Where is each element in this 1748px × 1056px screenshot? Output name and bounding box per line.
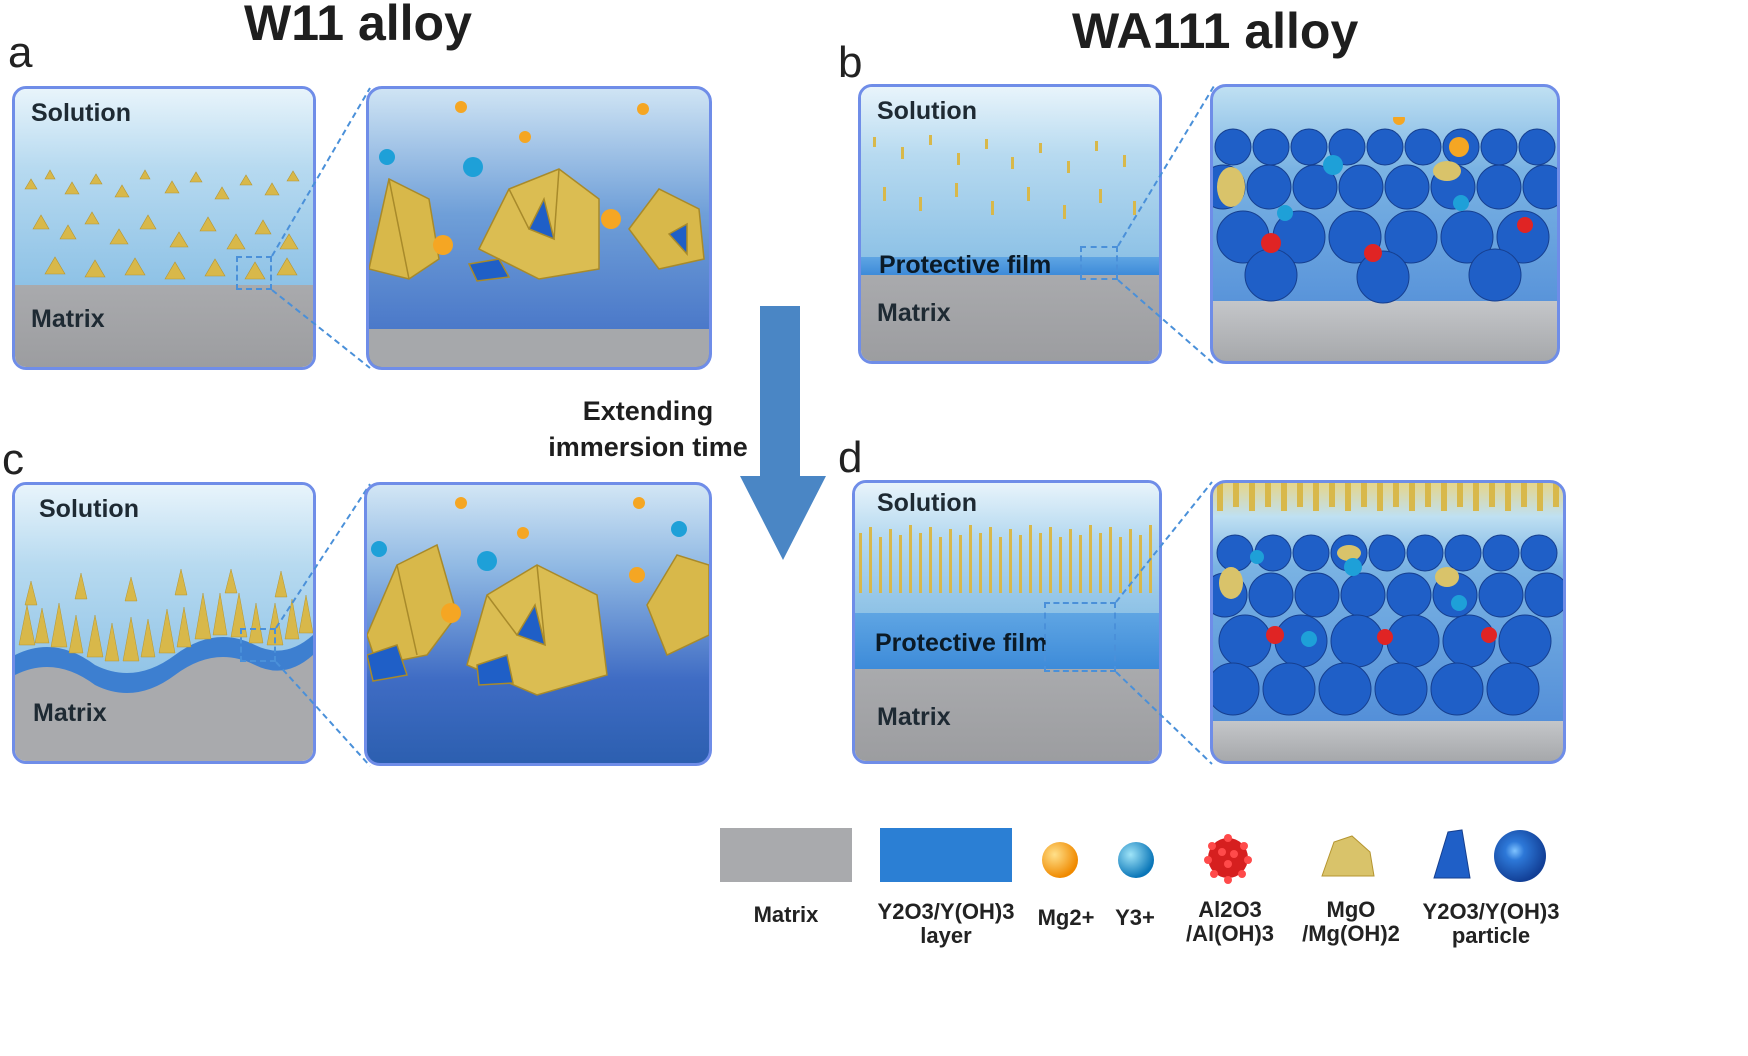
legend-layer-swatch xyxy=(880,828,1012,882)
legend-label-al-line2: /Al(OH)3 xyxy=(1186,921,1274,946)
panel-b-zoom xyxy=(1210,84,1560,364)
legend-label-mg: Mg2+ xyxy=(1037,905,1095,930)
label-solution-a: Solution xyxy=(31,99,131,127)
zoom-lines-b xyxy=(1117,85,1215,365)
title-w11: W11 alloy xyxy=(244,0,472,51)
dense-mgo-layer xyxy=(859,525,1152,593)
zoom-lines-a xyxy=(271,87,371,369)
legend-label-y: Y3+ xyxy=(1115,905,1155,930)
label-matrix-c: Matrix xyxy=(33,699,107,727)
panel-c-zoom xyxy=(364,482,712,766)
mg-ion-icon xyxy=(1042,842,1078,878)
panel-letter-c: c xyxy=(2,435,24,484)
label-protective-film-d: Protective film xyxy=(875,629,1048,657)
label-matrix-d: Matrix xyxy=(877,703,951,731)
sparse-mgo-particles xyxy=(873,135,1136,219)
legend-matrix-swatch xyxy=(720,828,852,882)
legend-label-mgo-line1: MgO xyxy=(1326,897,1376,922)
legend-label-mgo-line2: /Mg(OH)2 xyxy=(1302,921,1400,946)
panel-letter-b: b xyxy=(838,38,863,87)
arrow-text-line2: immersion time xyxy=(548,432,748,462)
arrow-text-line1: Extending xyxy=(582,396,714,426)
label-matrix-a: Matrix xyxy=(31,305,105,333)
zoom-marker-d xyxy=(1044,602,1116,672)
panel-letter-a: a xyxy=(8,28,33,77)
panel-d-zoom xyxy=(1210,480,1566,764)
legend-label-layer-line2: layer xyxy=(920,923,972,948)
panel-c-overview: Solution Matrix xyxy=(12,482,316,764)
zoom-marker-c xyxy=(240,628,276,662)
title-wa111: WA111 alloy xyxy=(1072,3,1359,59)
scattered-mgo-particles xyxy=(24,169,300,280)
dense-corrosion-products xyxy=(15,568,313,695)
legend-label-al-line1: Al2O3 xyxy=(1198,897,1262,922)
zoom-marker-b xyxy=(1080,246,1118,280)
panel-d-overview: Solution Protective film Matrix xyxy=(852,480,1162,764)
legend-label-layer-line1: Y2O3/Y(OH)3 xyxy=(877,899,1015,924)
down-arrow xyxy=(740,306,826,560)
label-solution-d: Solution xyxy=(877,489,977,517)
label-matrix-b: Matrix xyxy=(877,299,951,327)
legend-label-yparticle-line1: Y2O3/Y(OH)3 xyxy=(1422,899,1560,924)
legend-label-matrix: Matrix xyxy=(753,902,819,927)
zoom-marker-a xyxy=(236,256,272,290)
y-particle-icon xyxy=(1433,829,1546,882)
zoom-lines-c xyxy=(275,483,371,767)
panel-a-overview: Solution Matrix xyxy=(12,86,316,370)
y-ion-icon xyxy=(1118,842,1154,878)
label-solution-c: Solution xyxy=(39,495,139,523)
legend-label-yparticle-line2: particle xyxy=(1451,923,1531,948)
panel-b-overview: Solution Protective film Matrix xyxy=(858,84,1162,364)
label-protective-film-b: Protective film xyxy=(879,251,1052,279)
mgo-particle-icon xyxy=(1321,835,1375,877)
zoom-lines-d xyxy=(1115,481,1213,765)
panel-a-zoom xyxy=(366,86,712,370)
al-oxide-icon xyxy=(1204,834,1252,884)
label-solution-b: Solution xyxy=(877,97,977,125)
panel-letter-d: d xyxy=(838,433,863,482)
